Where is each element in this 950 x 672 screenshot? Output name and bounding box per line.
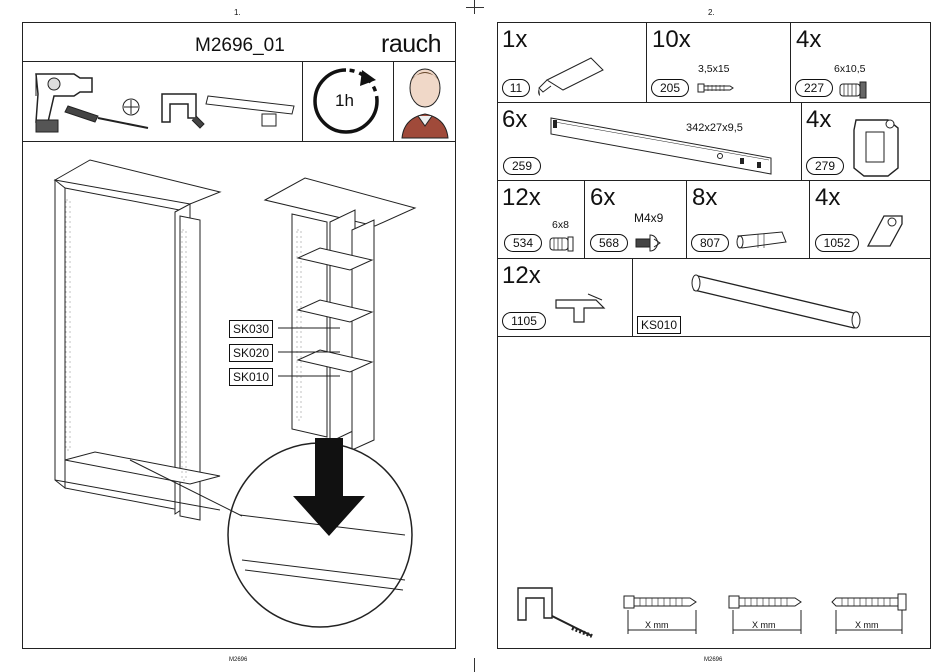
part-qty: 8x <box>692 186 717 210</box>
screw-measure-icon <box>727 588 807 638</box>
part-id: 1105 <box>502 312 546 330</box>
part-id: 259 <box>503 157 541 175</box>
part-size: 6x8 <box>552 219 569 231</box>
page-number: 2. <box>708 8 715 17</box>
part-qty: 4x <box>815 186 840 210</box>
bracket-measure-icon <box>512 580 600 640</box>
wood-dowel-icon <box>734 226 790 256</box>
part-size: 6x10,5 <box>834 63 866 75</box>
plug-icon <box>548 234 576 254</box>
part-qty: 12x <box>502 186 541 210</box>
measure-label: X mm <box>752 620 776 630</box>
dowel-connector-icon <box>838 80 868 100</box>
machine-screw-icon <box>634 233 666 253</box>
drawer-rail-icon <box>545 112 780 180</box>
screw-icon <box>696 80 734 96</box>
part-id: 205 <box>651 79 689 97</box>
part-size: M4x9 <box>634 211 663 225</box>
page-footer: M2696 <box>704 657 722 663</box>
rail-holder-icon <box>846 112 906 178</box>
part-id: 11 <box>502 79 530 97</box>
part-id: 227 <box>795 79 833 97</box>
part-qty: 4x <box>796 28 821 52</box>
screw-measure-icon <box>830 588 910 638</box>
part-id: 279 <box>806 157 844 175</box>
part-size: 3,5x15 <box>698 63 730 75</box>
part-qty: 12x <box>502 264 541 288</box>
measure-label: X mm <box>645 620 669 630</box>
part-id: 534 <box>504 234 542 252</box>
part-qty: 6x <box>502 108 527 132</box>
part-qty: 4x <box>806 108 831 132</box>
part-qty: 10x <box>652 28 691 52</box>
part-id: 807 <box>691 234 729 252</box>
part-id: 1052 <box>815 234 859 252</box>
part-qty: 1x <box>502 28 527 52</box>
bracket-clip-icon <box>552 290 610 328</box>
screw-measure-icon <box>622 588 702 638</box>
glue-tube-icon <box>535 54 607 98</box>
part-id: KS010 <box>637 316 681 334</box>
clothes-rail-icon <box>690 268 870 328</box>
measure-label: X mm <box>855 620 879 630</box>
part-id: 568 <box>590 234 628 252</box>
shelf-support-icon <box>862 206 910 254</box>
page-footer: M2696 <box>229 657 247 663</box>
part-qty: 6x <box>590 186 615 210</box>
